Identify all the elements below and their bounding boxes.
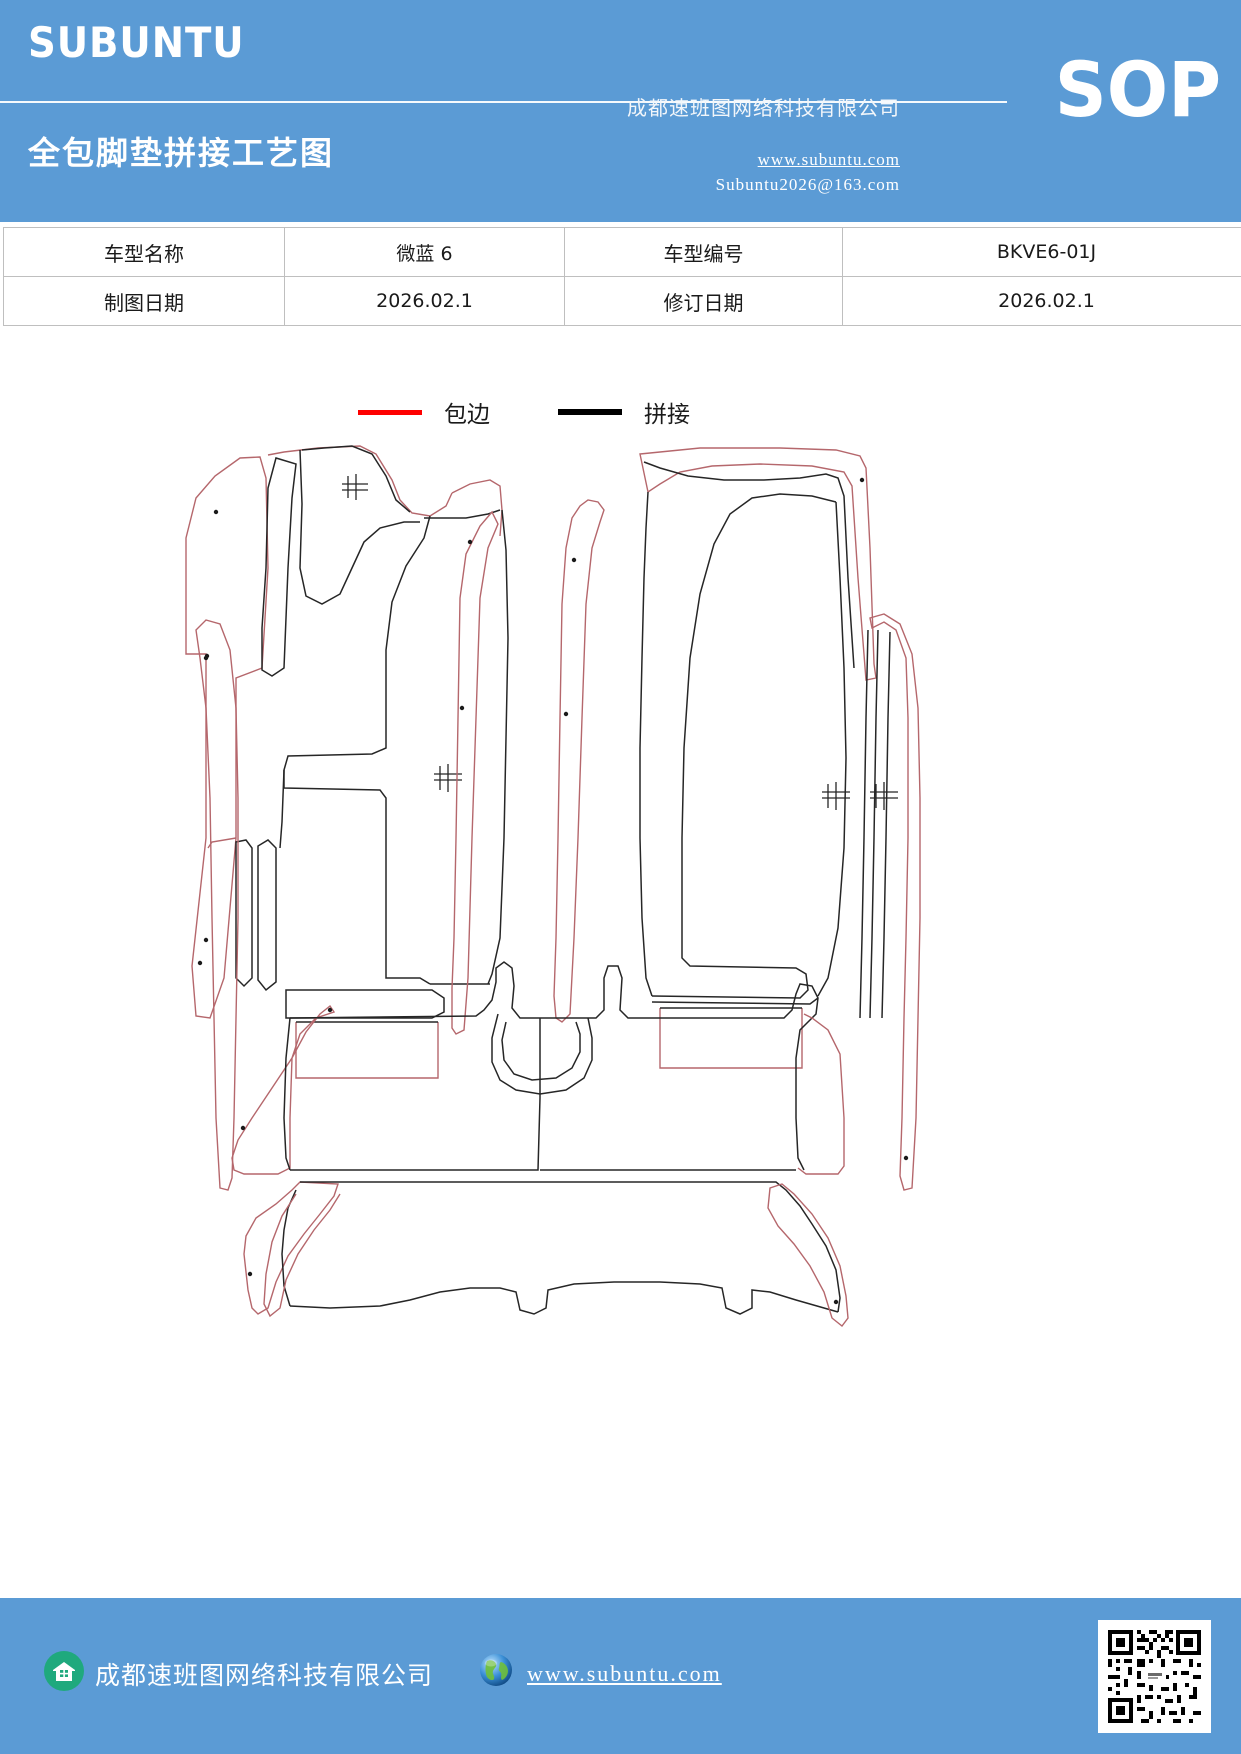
reference-dot <box>247 1271 253 1277</box>
front-left-mat <box>185 445 509 1079</box>
page-title: 全包脚垫拼接工艺图 <box>28 134 335 172</box>
document-type-badge: SOP <box>1054 45 1221 134</box>
left-outer-strip <box>195 619 239 1191</box>
legend-item-binding: 包边 <box>358 395 490 429</box>
legend: 包边 拼接 <box>0 395 1241 435</box>
reference-dot <box>903 1155 909 1161</box>
footer-website-link[interactable]: www.subuntu.com <box>527 1660 722 1686</box>
floor-mat-pattern-drawing <box>0 418 1241 1418</box>
front-right-mat <box>553 447 877 1069</box>
reference-dot <box>240 1125 246 1131</box>
globe-icon <box>475 1650 517 1697</box>
reference-dot <box>833 1299 839 1305</box>
page-footer: 成都速班图网络科技有限公司 www.subuntu.com <box>0 1598 1241 1754</box>
right-sill-strip <box>859 613 921 1191</box>
header-company-name: 成都速班图网络科技有限公司 <box>627 98 900 120</box>
legend-swatch-black-line-icon <box>558 409 622 415</box>
legend-swatch-red-line-icon <box>358 409 422 415</box>
label-model-code: 车型编号 <box>564 227 843 277</box>
reference-dot <box>571 557 577 563</box>
brand-logo-text: SUBUNTU <box>28 18 245 67</box>
vehicle-info-table: 车型名称 微蓝 6 车型编号 BKVE6-01J 制图日期 2026.02.1 … <box>3 227 1241 326</box>
legend-item-splice: 拼接 <box>558 395 690 429</box>
reference-dot <box>459 705 465 711</box>
table-row: 制图日期 2026.02.1 修订日期 2026.02.1 <box>3 276 1241 326</box>
left-sill-strip <box>451 510 499 1035</box>
table-row: 车型名称 微蓝 6 车型编号 BKVE6-01J <box>3 227 1241 277</box>
alignment-mark-icon <box>434 764 462 792</box>
header-divider <box>0 101 1007 103</box>
reference-dot <box>203 655 209 661</box>
footer-company-name: 成都速班图网络科技有限公司 <box>95 1662 434 1690</box>
alignment-mark-icon <box>822 782 850 810</box>
reference-dot <box>197 960 203 966</box>
legend-label-binding: 包边 <box>444 402 490 427</box>
factory-building-icon <box>43 1650 85 1697</box>
value-draw-date: 2026.02.1 <box>284 276 565 326</box>
value-revision-date: 2026.02.1 <box>842 276 1241 326</box>
footer-website[interactable]: www.subuntu.com <box>475 1650 722 1697</box>
reference-dot <box>563 711 569 717</box>
alignment-mark-icon <box>342 474 368 500</box>
alignment-mark-icon <box>870 782 898 810</box>
value-model-code: BKVE6-01J <box>842 227 1241 277</box>
value-model-name: 微蓝 6 <box>284 227 565 277</box>
reference-dot <box>467 539 473 545</box>
label-draw-date: 制图日期 <box>3 276 285 326</box>
footer-company: 成都速班图网络科技有限公司 <box>43 1650 433 1697</box>
rear-lower-mat <box>243 1181 849 1327</box>
header-website-link[interactable]: www.subuntu.com <box>757 150 900 169</box>
legend-label-splice: 拼接 <box>644 402 690 427</box>
rear-floor-mat <box>231 961 845 1175</box>
pattern-svg <box>185 445 921 1327</box>
reference-dot <box>203 937 209 943</box>
reference-dot <box>327 1007 333 1013</box>
header-email[interactable]: Subuntu2026@163.com <box>715 175 900 194</box>
reference-dot <box>859 477 865 483</box>
label-model-name: 车型名称 <box>3 227 285 277</box>
label-revision-date: 修订日期 <box>564 276 843 326</box>
reference-dot <box>213 509 219 515</box>
qr-code <box>1098 1620 1211 1733</box>
page-header: SUBUNTU 全包脚垫拼接工艺图 成都速班图网络科技有限公司 www.subu… <box>0 0 1241 222</box>
